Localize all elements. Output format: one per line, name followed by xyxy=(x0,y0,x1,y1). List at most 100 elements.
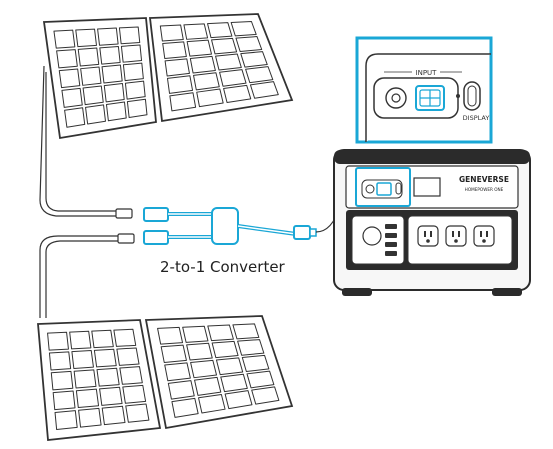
solar-cell xyxy=(219,69,247,87)
solar-cell xyxy=(237,339,265,356)
solar-cell xyxy=(198,394,226,414)
brand-label: GENEVERSE xyxy=(459,175,509,184)
inset-input-label: INPUT xyxy=(416,69,438,77)
solar-cell xyxy=(164,58,190,77)
solar-cell xyxy=(230,21,257,37)
solar-cell xyxy=(196,88,224,108)
solar-cell xyxy=(211,37,238,55)
solar-cell xyxy=(97,27,119,46)
solar-cell xyxy=(73,369,97,389)
solar-cell xyxy=(164,362,191,382)
outlet-slot xyxy=(430,231,432,237)
solar-cell xyxy=(54,410,78,431)
solar-cell xyxy=(71,350,94,369)
solar-cell xyxy=(240,51,268,68)
solar-cell xyxy=(235,36,263,52)
solar-cell xyxy=(167,380,195,400)
solar-cell xyxy=(101,405,126,426)
ac-outlets xyxy=(417,225,495,247)
solar-cell xyxy=(103,83,125,103)
solar-cell xyxy=(75,28,97,48)
solar-cell xyxy=(211,340,239,359)
solar-cell xyxy=(125,403,150,423)
solar-cell xyxy=(171,397,199,418)
panel-cable-plugs xyxy=(115,208,135,244)
solar-cell xyxy=(220,373,248,393)
solar-cell xyxy=(120,44,143,63)
solar-cell xyxy=(96,367,120,387)
solar-cell xyxy=(50,370,74,391)
solar-cell xyxy=(116,347,140,366)
solar-cell xyxy=(80,66,102,86)
solar-cell xyxy=(249,81,279,99)
solar-cell xyxy=(77,47,100,67)
solar-cell xyxy=(166,75,194,94)
solar-cell xyxy=(99,386,123,406)
solar-cell xyxy=(246,370,275,389)
outlet-ground xyxy=(426,239,430,243)
solar-cell xyxy=(113,328,137,347)
solar-cell xyxy=(56,49,78,69)
solar-cell xyxy=(75,388,100,409)
model-label: HOMEPOWER ONE xyxy=(465,187,504,192)
solar-cell xyxy=(82,85,104,106)
outlet-ground xyxy=(454,239,458,243)
top-panel-cells-left xyxy=(53,26,148,128)
solar-cell xyxy=(241,354,270,373)
converter-label: 2-to-1 Converter xyxy=(160,258,286,276)
solar-cell xyxy=(190,359,218,379)
solar-cell xyxy=(47,331,69,351)
solar-cell xyxy=(53,29,76,49)
solar-cell xyxy=(207,324,234,342)
solar-cell xyxy=(224,390,253,410)
bottom-panel-cells-left xyxy=(47,328,150,431)
solar-cell xyxy=(189,55,216,74)
solar-cell xyxy=(186,342,213,361)
outlet-ground xyxy=(482,239,486,243)
outlet-slot xyxy=(424,231,426,237)
bottom-panel-cells-right xyxy=(157,323,280,418)
power-station-icon: GENEVERSE HOMEPOWER ONE xyxy=(333,149,531,296)
input-inset: INPUT DISPLAY xyxy=(355,36,493,144)
solar-cell xyxy=(105,101,127,122)
ac-outlet xyxy=(417,225,439,247)
solar-cell xyxy=(99,46,121,65)
panel-cables xyxy=(39,65,120,318)
solar-cell xyxy=(124,80,146,100)
solar-cell xyxy=(215,53,242,71)
solar-cell xyxy=(61,87,83,108)
solar-cell xyxy=(193,72,220,91)
solar-cell xyxy=(122,62,144,82)
solar-cell xyxy=(232,323,260,340)
solar-cell xyxy=(160,344,187,363)
solar-cell xyxy=(159,24,184,42)
top-solar-panel xyxy=(42,13,294,140)
solar-cell xyxy=(183,23,209,40)
solar-cell xyxy=(251,386,280,405)
solar-cell xyxy=(93,348,117,368)
solar-cell xyxy=(157,326,184,345)
solar-cell xyxy=(118,26,141,45)
solar-cell xyxy=(78,407,102,428)
outlet-slot xyxy=(458,231,460,237)
solar-cell xyxy=(52,390,76,411)
solar-cell xyxy=(119,366,143,385)
solar-cell xyxy=(64,107,86,128)
solar-cell xyxy=(101,64,123,84)
solar-cell xyxy=(207,22,233,39)
solar-cell xyxy=(85,104,106,125)
solar-cell xyxy=(48,351,72,371)
solar-cell xyxy=(126,98,148,119)
y-adapter-icon xyxy=(143,191,363,245)
ac-outlet xyxy=(445,225,467,247)
solar-cell xyxy=(122,384,147,404)
solar-cell xyxy=(91,329,114,349)
solar-cell xyxy=(223,84,252,103)
outlet-slot xyxy=(452,231,454,237)
outlet-slot xyxy=(480,231,482,237)
ac-outlet xyxy=(473,225,495,247)
solar-cell xyxy=(58,68,81,89)
solar-cell xyxy=(162,41,187,59)
bottom-solar-panel xyxy=(37,315,294,441)
